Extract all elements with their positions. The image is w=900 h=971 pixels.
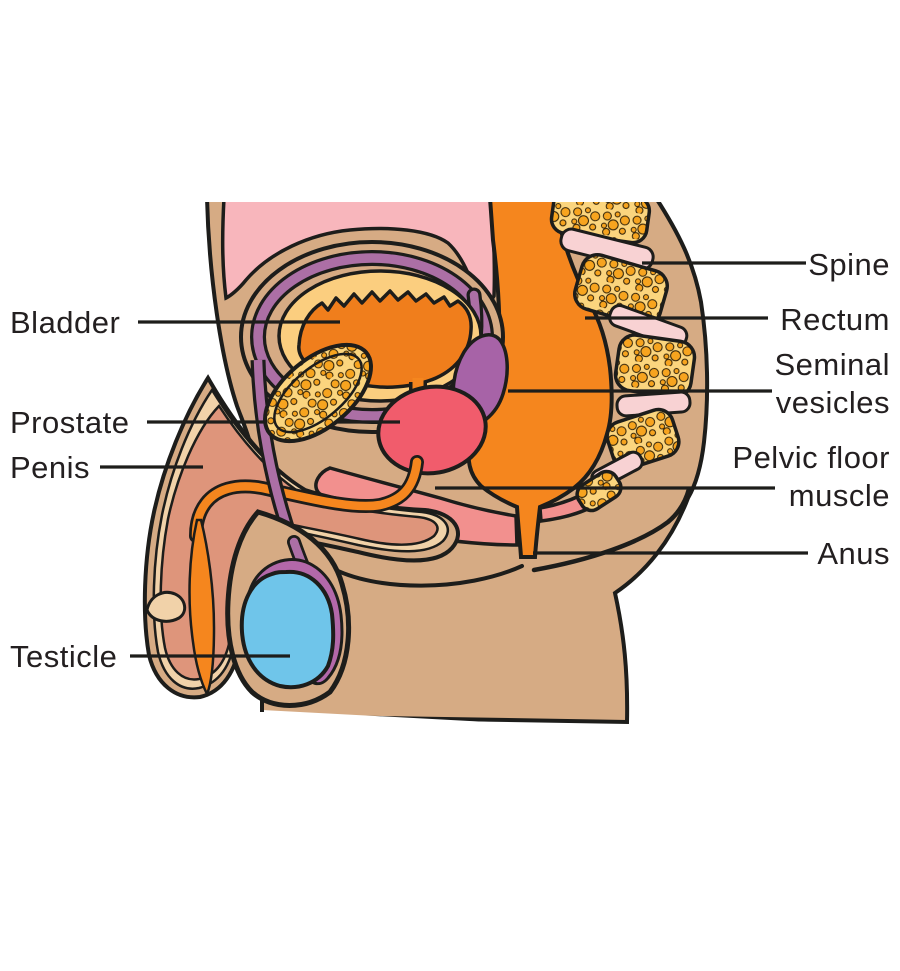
label-prostate: Prostate xyxy=(10,405,129,440)
top-crop-cover xyxy=(0,0,900,202)
label-anus: Anus xyxy=(817,536,890,571)
label-spine: Spine xyxy=(808,247,890,282)
pubic-bone-inner-line xyxy=(273,352,363,434)
label-bladder: Bladder xyxy=(10,305,120,340)
testicle-shape xyxy=(239,569,336,690)
buttock-crease-line xyxy=(531,486,692,573)
perineum-crease-line xyxy=(328,564,524,588)
label-seminal-vesicles-line1: Seminal xyxy=(775,347,891,382)
vertebra xyxy=(613,333,697,399)
label-pelvic-floor-line1: Pelvic floor xyxy=(732,440,890,475)
bottom-crop-cover xyxy=(0,710,900,971)
label-rectum: Rectum xyxy=(780,302,890,337)
vertebra xyxy=(575,469,623,513)
abdomen-region xyxy=(220,196,497,306)
label-pelvic-floor-line2: muscle xyxy=(789,478,890,513)
label-seminal-vesicles-line2: vesicles xyxy=(776,385,890,420)
vertebra xyxy=(605,407,681,471)
pubic-bone xyxy=(263,342,373,444)
pubic-bone-body xyxy=(263,342,373,444)
urethra-shaft-spindle xyxy=(188,518,216,698)
prostate-shape xyxy=(376,384,488,476)
label-testicle: Testicle xyxy=(10,639,117,674)
label-penis: Penis xyxy=(10,450,90,485)
foreskin-fold xyxy=(145,590,187,623)
